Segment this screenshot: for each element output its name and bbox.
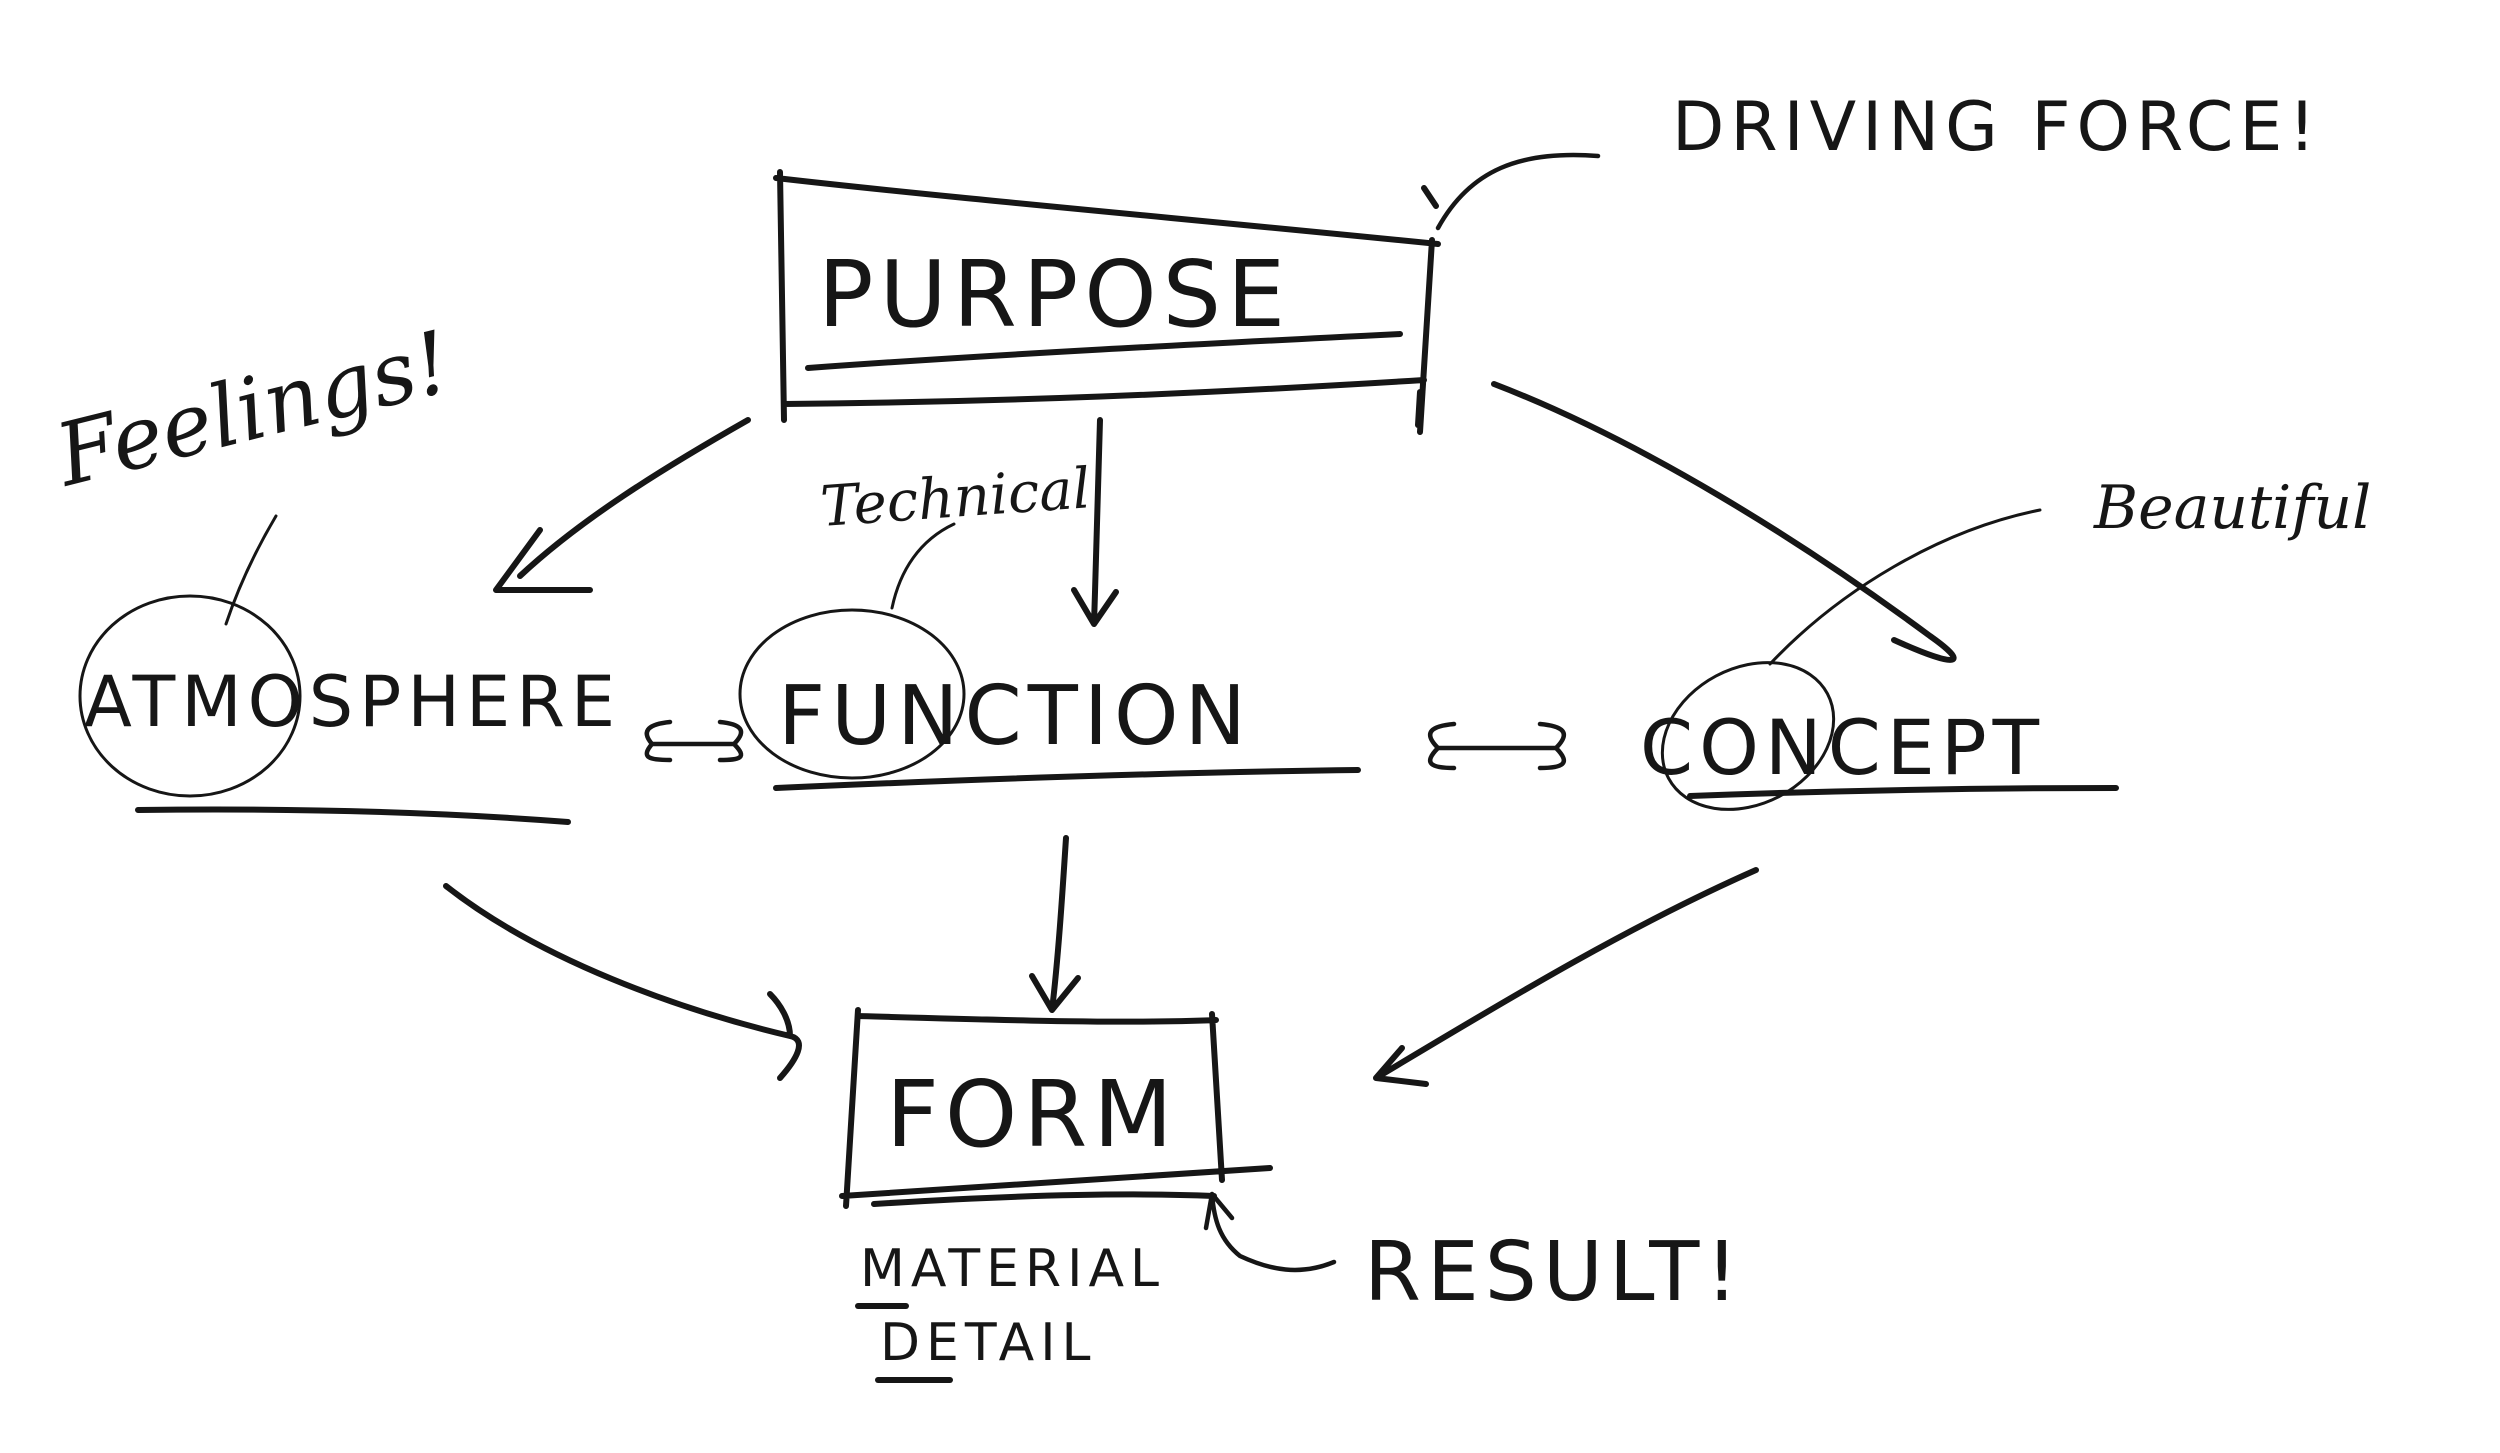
- concept-circle: [1660, 661, 1836, 811]
- technical-pointer: [890, 522, 956, 610]
- arrow-purpose-to-function: [1071, 417, 1119, 627]
- form-box: [839, 1007, 1273, 1209]
- concept-underline: [1687, 785, 2119, 799]
- feelings-pointer: [224, 514, 278, 626]
- form-node: FORM: [839, 1007, 1273, 1209]
- function-label: FUNCTION: [778, 669, 1252, 764]
- feelings-annotation: Feelings!: [45, 312, 460, 626]
- result-pointer: [1203, 1191, 1337, 1273]
- beautiful-label: Beautiful: [2093, 473, 2371, 543]
- driving-force-label: DRIVING FORCE!: [1672, 88, 2322, 167]
- arrow-purpose-to-atmosphere: [493, 417, 751, 593]
- atmosphere-underline: [135, 806, 571, 825]
- form-label: FORM: [886, 1061, 1179, 1168]
- purpose-label: PURPOSE: [818, 241, 1291, 348]
- driving-force-annotation: DRIVING FORCE!: [1435, 88, 2322, 231]
- feelings-label: Feelings!: [45, 312, 460, 507]
- arrow-purpose-to-concept: [1491, 381, 1957, 663]
- function-circle: [738, 608, 966, 780]
- material-detail-annotation: MATERIAL DETAIL: [855, 1239, 1165, 1383]
- double-arrow-function-concept: [1427, 721, 1567, 771]
- function-node: FUNCTION: [738, 608, 1361, 791]
- concept-node: CONCEPT: [1640, 661, 2119, 811]
- concept-label: CONCEPT: [1640, 703, 2045, 792]
- driving-force-pointer: [1435, 152, 1601, 231]
- arrow-function-to-form: [1029, 835, 1081, 1013]
- arrow-atmosphere-to-form: [443, 883, 802, 1081]
- arrow-concept-to-form: [1373, 867, 1759, 1087]
- technical-annotation: Technical: [818, 456, 1093, 610]
- double-arrow-atmosphere-function: [644, 719, 744, 763]
- atmosphere-label: ATMOSPHERE: [84, 661, 621, 743]
- atmosphere-node: ATMOSPHERE: [78, 594, 621, 825]
- purpose-underline: [805, 331, 1403, 371]
- detail-label: DETAIL: [880, 1313, 1097, 1373]
- result-annotation: RESULT!: [1203, 1191, 1744, 1320]
- beautiful-pointer: [1768, 508, 2042, 666]
- function-underline: [773, 767, 1361, 791]
- technical-label: Technical: [818, 456, 1092, 540]
- purpose-node: PURPOSE: [773, 169, 1441, 435]
- result-label: RESULT!: [1364, 1225, 1744, 1320]
- beautiful-annotation: Beautiful: [1768, 473, 2371, 666]
- purpose-box: [773, 169, 1441, 435]
- material-label: MATERIAL: [860, 1239, 1165, 1299]
- atmosphere-circle: [78, 594, 302, 798]
